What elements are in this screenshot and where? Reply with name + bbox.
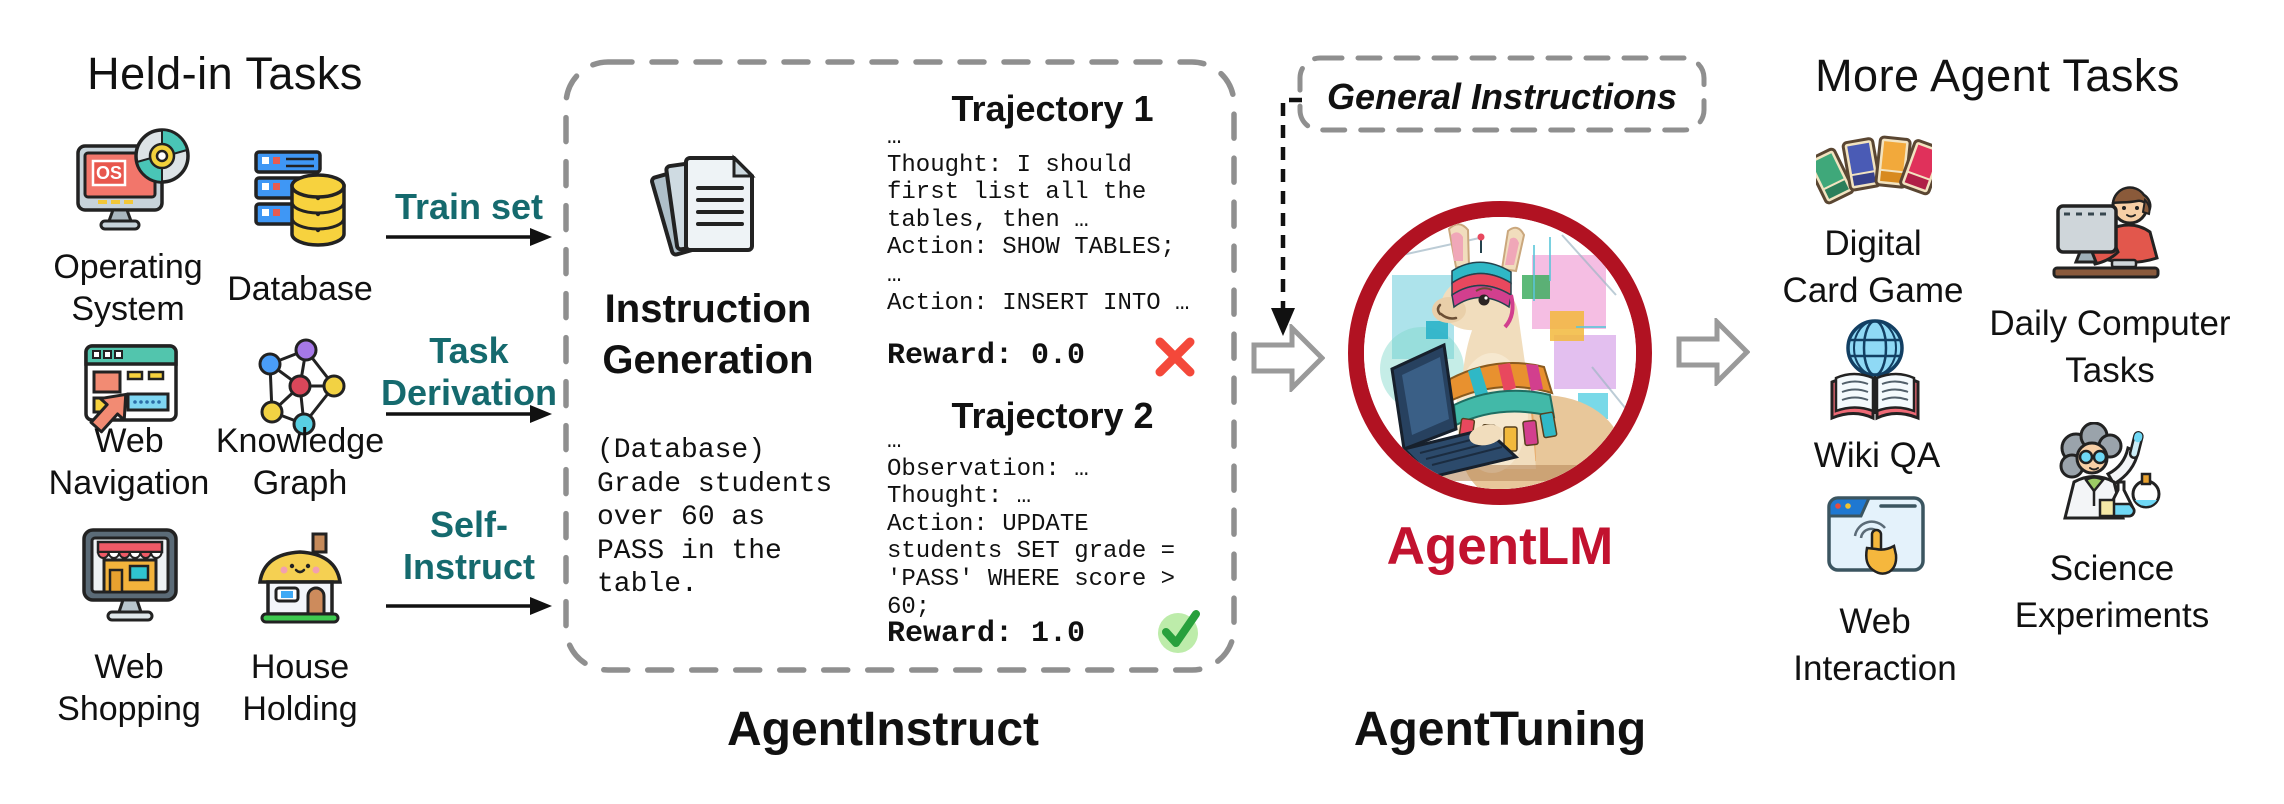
svg-text:OS: OS [96,163,122,183]
instruction-generation-label: Instruction Generation [602,287,814,382]
trajectory-2-title: Trajectory 2 [951,395,1154,436]
web-navigation-icon [82,342,180,434]
operating-system-icon: OS [70,126,192,244]
wiki-qa-icon [1818,316,1932,424]
trajectory-1-reward: Reward: 0.0 [887,339,1086,373]
task-label-operating-system: Operating System [53,248,203,328]
task-label-house-holding: House Holding [242,648,358,728]
task-label-web-shopping: Web Shopping [57,648,201,728]
general-instructions-arrow [1262,88,1310,344]
task-label-daily-computer-tasks: Daily Computer Tasks [1989,304,2231,390]
train-set-arrow [384,224,554,250]
held-in-tasks-title: Held-in Tasks [87,48,363,99]
daily-computer-tasks-icon [2050,176,2166,288]
task-label-science-experiments: Science Experiments [2014,549,2210,635]
success-check-icon [1153,604,1205,656]
instruction-prompt-text: (Database) Grade students over 60 as PAS… [597,435,833,600]
train-set-label: Train set [394,186,544,227]
general-instructions-label: General Instructions [1326,76,1678,117]
task-label-web-navigation: Web Navigation [48,422,210,502]
documents-icon [642,142,768,270]
web-interaction-icon [1825,492,1927,590]
house-holding-icon [250,528,350,628]
agentlm-llama-illustration [1364,217,1636,489]
block-arrow-to-more-tasks [1676,318,1750,386]
trajectory-1-body: … Thought: I should first list all the t… [887,124,1190,317]
self-instruct-label: Self- Instruct [402,504,535,587]
database-icon [250,146,354,252]
science-experiments-icon [2048,422,2164,534]
trajectory-2-reward: Reward: 1.0 [887,617,1086,651]
more-agent-tasks-title: More Agent Tasks [1815,50,2180,101]
agent-tuning-caption: AgentTuning [1353,703,1647,756]
digital-card-game-icon [1816,132,1932,224]
fail-cross-icon [1152,334,1198,380]
task-label-digital-card-game: Digital Card Game [1782,224,1964,310]
task-label-database: Database [227,270,373,308]
agent-instruct-caption: AgentInstruct [727,703,1039,756]
trajectory-1-title: Trajectory 1 [951,88,1154,129]
agentlm-name: AgentLM [1386,517,1614,576]
knowledge-graph-icon [248,336,352,436]
web-shopping-icon [78,526,182,630]
self-instruct-arrow [384,593,554,619]
task-label-wiki-qa: Wiki QA [1813,436,1941,475]
trajectory-2-body: … Observation: … Thought: … Action: UPDA… [887,428,1176,621]
agentlm-avatar [1348,201,1652,505]
task-label-web-interaction: Web Interaction [1793,602,1957,688]
task-derivation-label: Task Derivation [380,330,558,413]
block-arrow-into-agentlm [1251,324,1325,392]
task-label-knowledge-graph: Knowledge Graph [215,422,385,502]
task-derivation-arrow [384,401,554,427]
